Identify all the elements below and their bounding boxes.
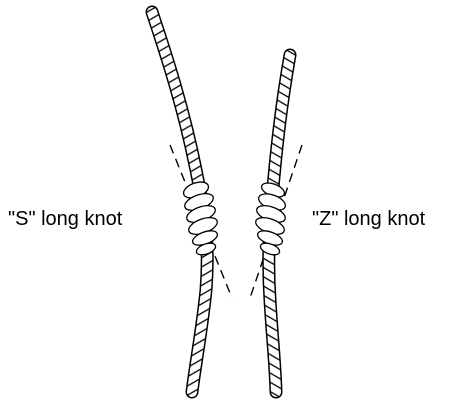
s-knot-rope (152, 12, 232, 392)
z-knot-coils (254, 180, 288, 257)
z-knot-label: "Z" long knot (312, 207, 425, 231)
z-knot-rope (250, 55, 302, 392)
s-knot-label: "S" long knot (8, 207, 122, 231)
s-knot-coils (181, 179, 219, 257)
